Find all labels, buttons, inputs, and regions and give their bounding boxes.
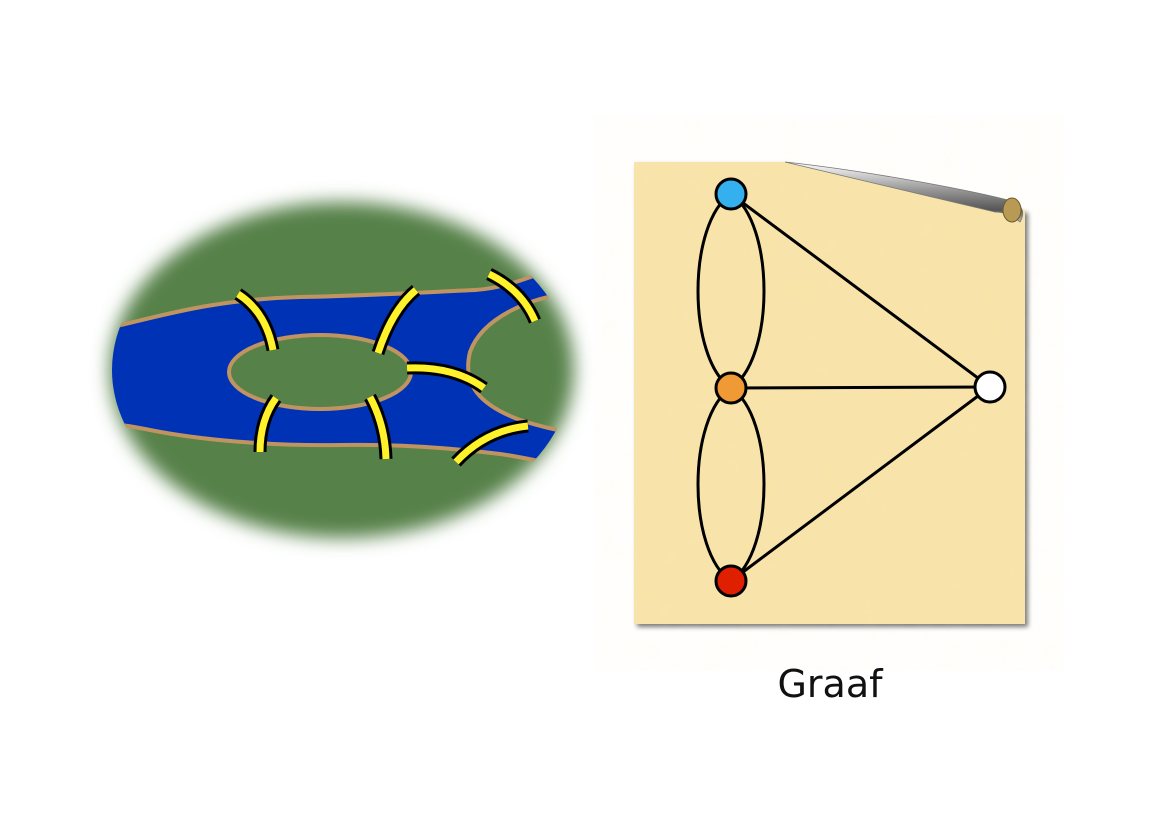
bridge-6 [366, 395, 390, 460]
bridges [234, 268, 541, 467]
bridge-1 [236, 291, 277, 351]
bridge-2 [374, 287, 419, 355]
graph-edge-middle-bottom [696, 386, 732, 583]
graph-node-top [714, 177, 748, 211]
bridge-5 [256, 395, 279, 453]
graph-caption: Graaf [777, 662, 883, 706]
graph-edge-middle-right [730, 385, 991, 390]
graph-node-bottom [714, 564, 748, 598]
bridge-7 [453, 422, 529, 465]
graph-edge-bottom-right [730, 385, 991, 583]
graph-edge-middle-bottom [730, 386, 766, 583]
graph-node-middle [714, 371, 748, 405]
graph-edge-top-middle [730, 192, 766, 390]
graph [696, 177, 1007, 598]
graph-paper [634, 161, 1025, 624]
graph-edge-top-middle [696, 192, 732, 390]
bridge-3 [487, 270, 539, 323]
graph-edge-top-right [730, 192, 991, 389]
graph-node-right [973, 370, 1007, 404]
paper-texture [634, 162, 1025, 624]
river-map [110, 202, 574, 538]
page-curl-icon [784, 161, 1024, 223]
bridge-4 [406, 364, 487, 391]
page-curl-roll [1002, 197, 1022, 223]
